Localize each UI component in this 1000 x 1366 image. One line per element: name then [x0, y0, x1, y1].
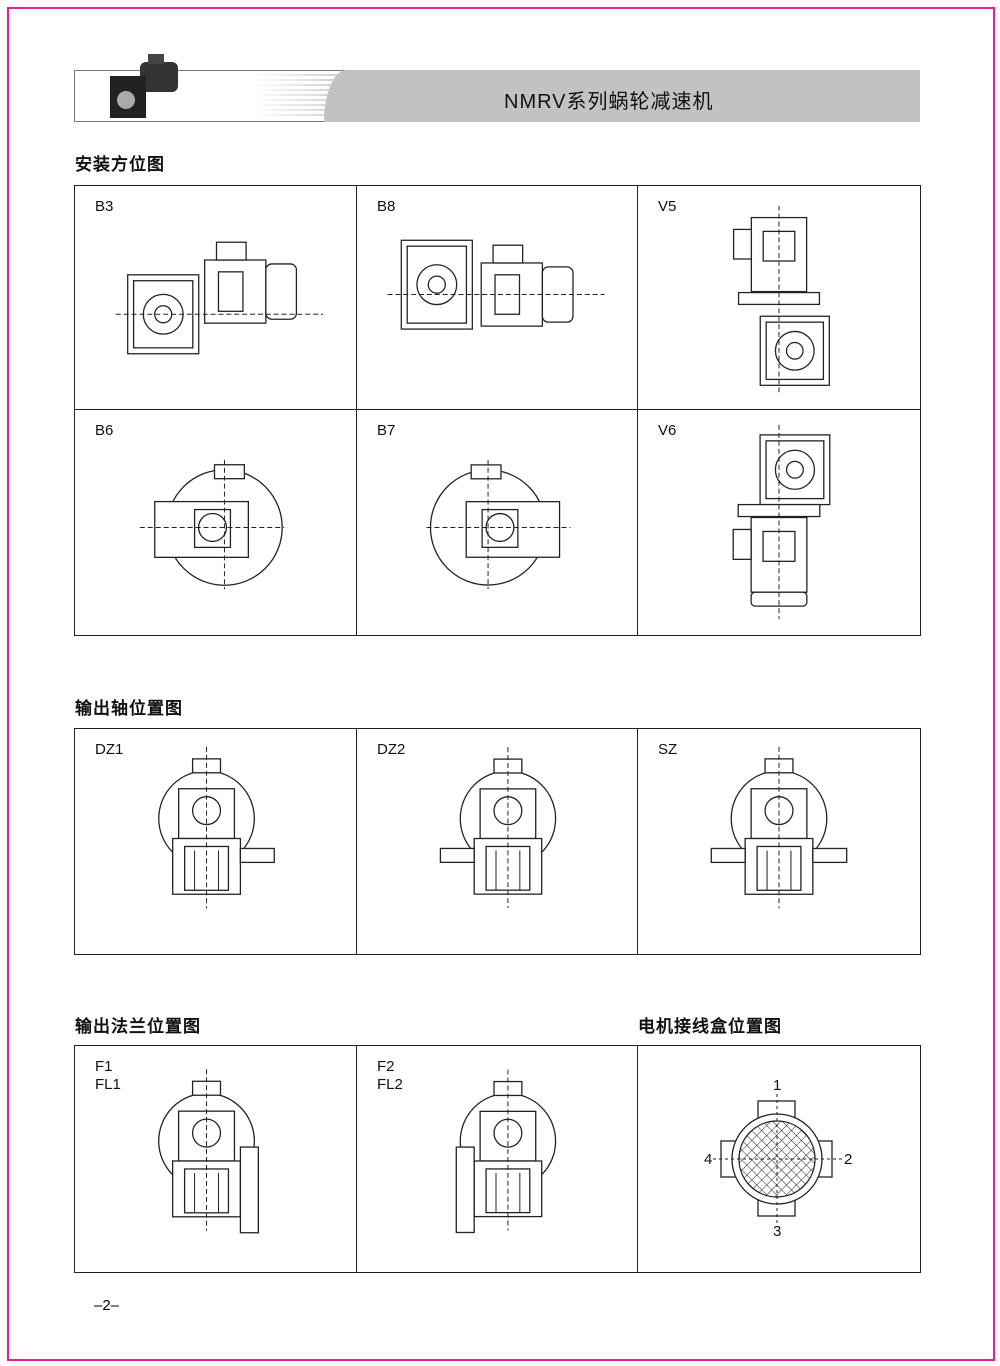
- output-shaft-table: DZ1 DZ2 SZ: [74, 728, 921, 955]
- section-title-mounting: 安装方位图: [75, 155, 165, 174]
- topr-diagram: [426, 459, 571, 590]
- mounting-cell-v6: V6: [638, 410, 920, 635]
- position-label: DZ1: [95, 741, 124, 758]
- mounting-cell-b6: B6: [75, 410, 357, 635]
- position-label: SZ: [658, 741, 678, 758]
- side-diagram: [115, 241, 324, 355]
- flangeR-diagram: [158, 1069, 259, 1234]
- output-flange-table: F1 FL1 F2 FL2 1 2 3 4: [74, 1045, 921, 1273]
- page-number: –2–: [94, 1297, 120, 1314]
- side2-diagram: [387, 239, 605, 330]
- flangeL-diagram: [455, 1069, 557, 1234]
- position-label: B3: [95, 198, 114, 215]
- terminal-box-diagram: [713, 1094, 843, 1224]
- header-title: NMRV系列蜗轮减速机: [504, 91, 714, 113]
- position-label: DZ2: [377, 741, 406, 758]
- diagram-cell: F2 FL2: [357, 1046, 638, 1272]
- banner-title-band: [324, 70, 920, 122]
- position-3-label: 3: [773, 1223, 782, 1240]
- shaft-cell-sz: SZ: [638, 729, 920, 954]
- position-label: B6: [95, 422, 114, 439]
- shaftB-diagram: [710, 746, 848, 909]
- mounting-cell-v5: V5: [638, 186, 920, 410]
- header-banner: NMRV系列蜗轮减速机: [74, 54, 920, 122]
- position-label: V6: [658, 422, 677, 439]
- mounting-cell-b7: B7: [357, 410, 638, 635]
- shaftR-diagram: [158, 746, 275, 909]
- position-label: B8: [377, 198, 396, 215]
- section-title-output-flange: 输出法兰位置图: [75, 1017, 201, 1036]
- shaft-cell-dz2: DZ2: [357, 729, 638, 954]
- position-1-label: 1: [773, 1077, 782, 1094]
- top-diagram: [139, 459, 285, 590]
- page-border: [7, 7, 995, 1361]
- position-label: V5: [658, 198, 677, 215]
- gearmotor-photo: [110, 54, 178, 118]
- vup-diagram: [732, 205, 830, 394]
- position-label: F2 FL2: [377, 1058, 403, 1093]
- shaft-cell-dz1: DZ1: [75, 729, 357, 954]
- position-4-label: 4: [704, 1151, 713, 1168]
- position-2-label: 2: [844, 1151, 853, 1168]
- shaftL-diagram: [439, 747, 557, 909]
- position-label: B7: [377, 422, 396, 439]
- mounting-cell-b3: B3: [75, 186, 357, 410]
- section-title-terminal-box: 电机接线盒位置图: [638, 1017, 782, 1036]
- diagram-cell: F1 FL1: [75, 1046, 357, 1272]
- section-title-output-shaft: 输出轴位置图: [75, 699, 183, 718]
- position-label: F1 FL1: [95, 1058, 121, 1093]
- vdown-diagram: [732, 424, 831, 620]
- terminal-box-cell: 1 2 3 4: [638, 1046, 920, 1272]
- mounting-cell-b8: B8: [357, 186, 638, 410]
